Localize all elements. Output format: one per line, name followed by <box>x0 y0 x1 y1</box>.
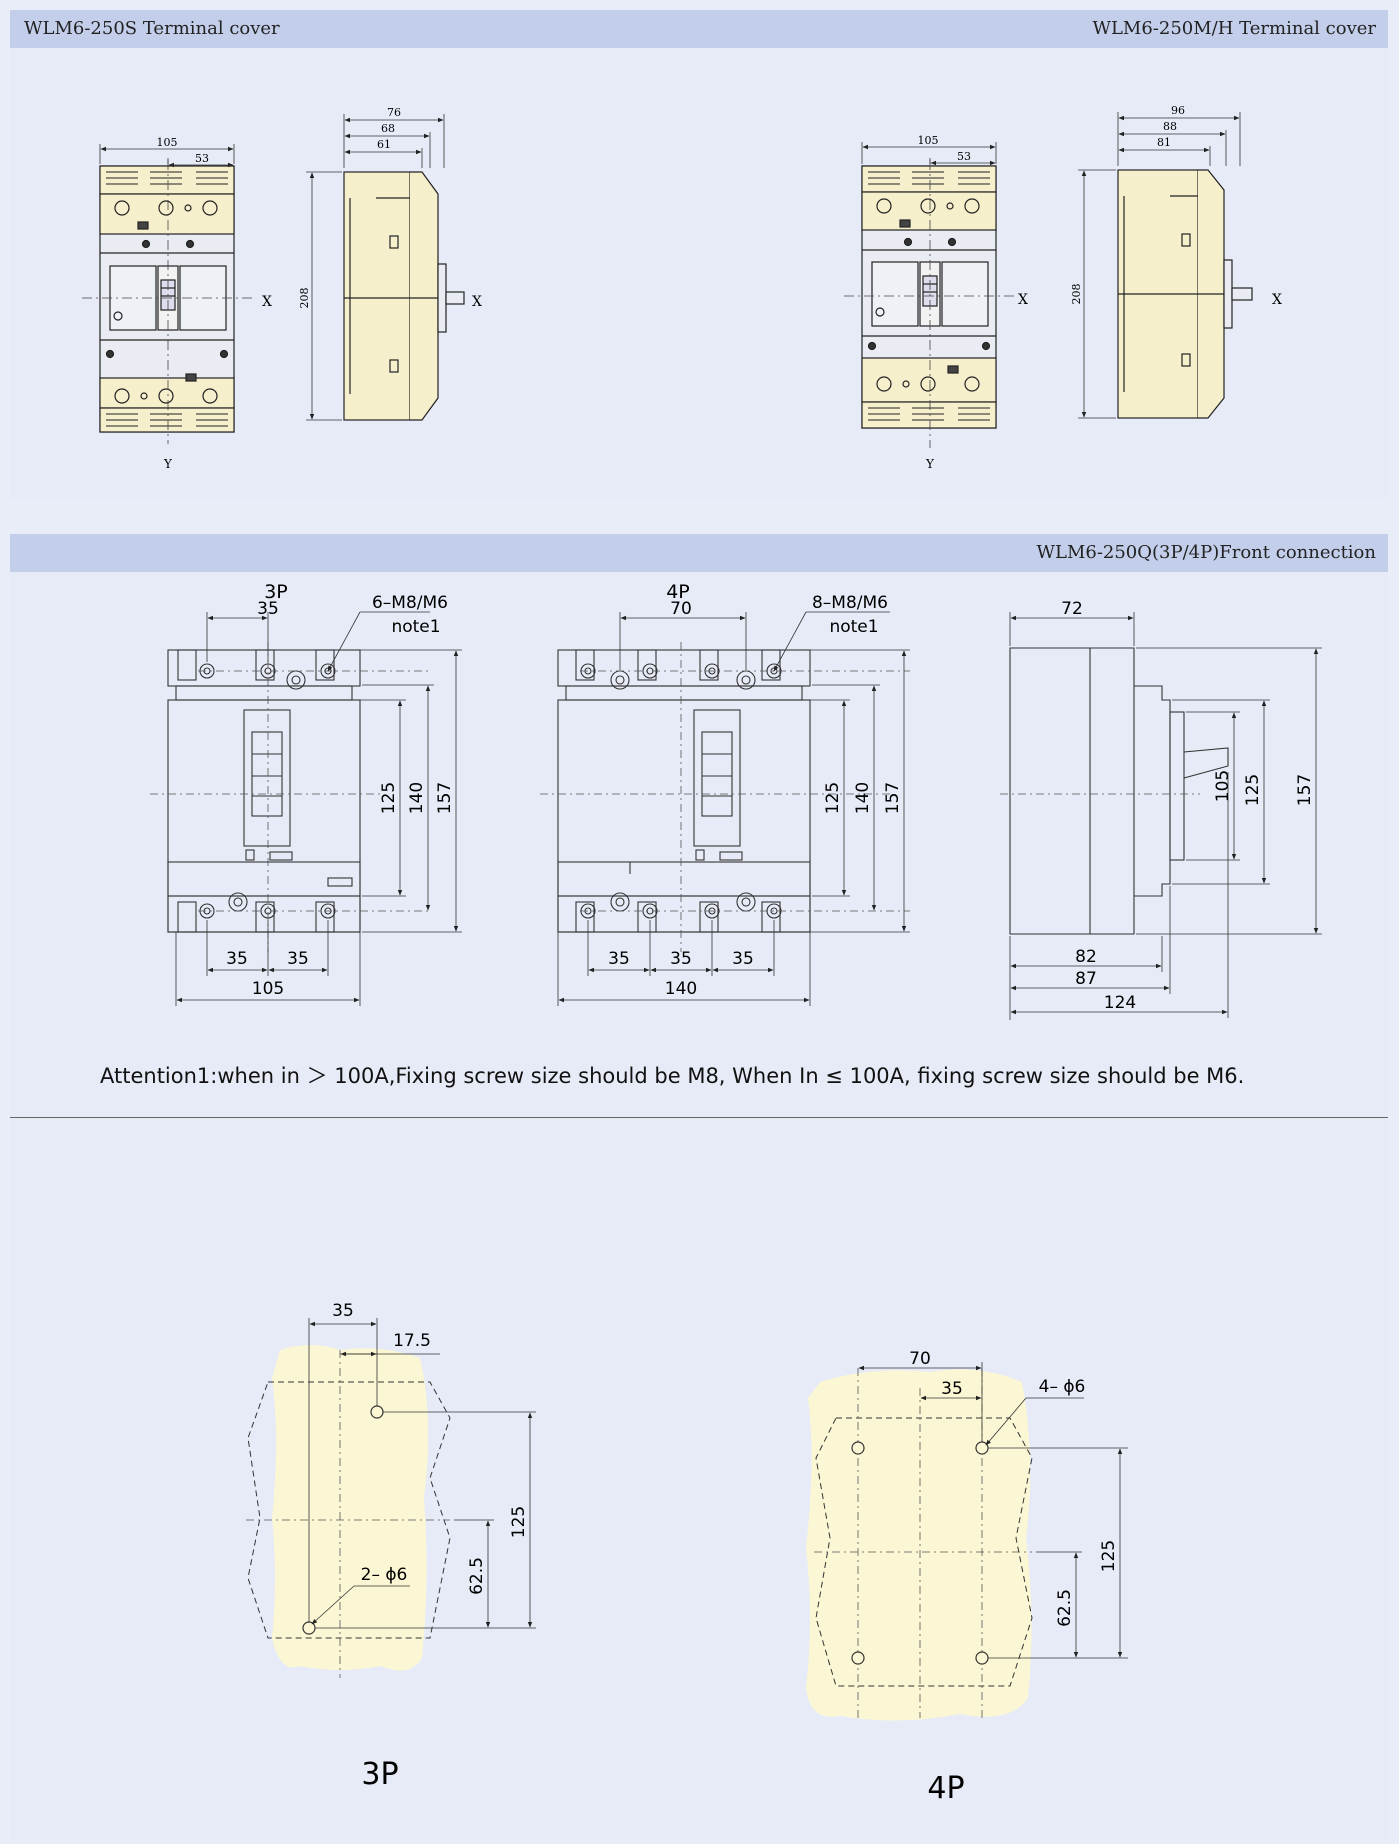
front-4p-label: 4P <box>666 581 690 603</box>
dims-250s-front <box>99 144 235 168</box>
dim-250mh-width: 105 <box>918 134 939 147</box>
terminal-cover-drawings: 105 53 X Y 76 68 <box>82 104 1282 471</box>
axis-x-250s: X <box>262 294 272 310</box>
mount-4p-dims <box>858 1362 1128 1659</box>
front-4p-b2: 35 <box>732 949 754 969</box>
front-3p-h1: 140 <box>407 782 427 814</box>
front-side-top: 72 <box>1061 599 1083 619</box>
mount-3p-holes <box>302 1405 384 1635</box>
title-250s: WLM6-250S Terminal cover <box>24 18 280 39</box>
dim-250s-side-0: 76 <box>387 106 401 119</box>
center-lines-250s <box>82 160 256 444</box>
header-terminal-cover: WLM6-250S Terminal cover WLM6-250M/H Ter… <box>10 10 1388 48</box>
front-3p-body <box>167 649 361 933</box>
front-side-h0: 105 <box>1213 770 1233 802</box>
dim-250mh-side-1: 88 <box>1163 120 1177 133</box>
front-3p-note: note1 <box>391 617 440 637</box>
mount-3p-height: 125 <box>509 1506 529 1538</box>
mount-3p-label: 3P <box>361 1757 398 1792</box>
front-side-d2: 124 <box>1104 993 1136 1013</box>
section-divider <box>10 1117 1388 1118</box>
front-3p-b0: 35 <box>226 949 248 969</box>
axis-x-250s-side: X <box>472 294 482 310</box>
front-side-dims <box>1009 612 1322 1020</box>
mount-4p-label: 4P <box>927 1771 964 1806</box>
dim-250mh-side-0: 96 <box>1171 104 1185 117</box>
mount-4p-plate <box>806 1369 1032 1721</box>
dim-250mh-height: 208 <box>1070 284 1083 305</box>
front-side-h2: 157 <box>1295 774 1315 806</box>
front-4p-h2: 157 <box>883 782 903 814</box>
dim-250s-height: 208 <box>298 288 311 309</box>
dims-250mh-side <box>1078 112 1241 419</box>
front-4p-note: note1 <box>829 617 878 637</box>
front-side-h1: 125 <box>1243 774 1263 806</box>
front-connection-drawings: 3P 35 6–M8/M6 note1 125 140 157 35 35 10… <box>150 581 1322 1020</box>
dims-250s-side <box>306 114 445 421</box>
mount-3p-pitch: 35 <box>332 1301 354 1321</box>
front-3p-dims <box>175 611 462 1006</box>
front-4p-b0: 35 <box>608 949 630 969</box>
axis-y-250s: Y <box>163 457 173 471</box>
mount-4p-outline <box>815 1417 1033 1687</box>
axis-x-250mh: X <box>1018 292 1028 308</box>
front-view-250mh <box>861 165 997 429</box>
front-3p-width: 105 <box>252 979 284 999</box>
mount-4p-pitch-inner: 35 <box>941 1379 963 1399</box>
dim-250s-width: 105 <box>157 136 178 149</box>
dim-250s-side-2: 61 <box>377 138 391 151</box>
front-3p-b1: 35 <box>287 949 309 969</box>
front-4p-b1: 35 <box>670 949 692 969</box>
mount-3p-dims <box>308 1318 536 1629</box>
mount-3p-plate <box>272 1345 429 1671</box>
dim-250s-side-1: 68 <box>381 122 395 135</box>
front-side-d0: 82 <box>1075 947 1097 967</box>
front-3p-pitch-top: 35 <box>257 599 279 619</box>
mount-4p-half-height: 62.5 <box>1055 1589 1075 1627</box>
front-side-body <box>1009 647 1229 935</box>
axis-y-250mh: Y <box>925 457 935 471</box>
attention-note: Attention1:when in ＞ 100A,Fixing screw s… <box>100 1064 1245 1088</box>
mounting-drawings: 35 17.5 2– ϕ6 125 62.5 3P <box>246 1301 1128 1806</box>
axis-x-250mh-side: X <box>1272 292 1282 308</box>
front-3p-h2: 157 <box>435 782 455 814</box>
panel-front-connection: 3P 35 6–M8/M6 note1 125 140 157 35 35 10… <box>10 572 1388 1117</box>
side-view-250mh <box>1117 169 1253 419</box>
front-4p-body <box>557 649 811 933</box>
front-4p-h0: 125 <box>823 782 843 814</box>
mount-3p-outline <box>247 1381 451 1639</box>
dim-250s-half: 53 <box>195 152 209 165</box>
front-4p-width: 140 <box>665 979 697 999</box>
panel-terminal-cover: 105 53 X Y 76 68 <box>10 48 1388 498</box>
front-3p-centerlines <box>150 642 430 952</box>
front-4p-centerlines <box>540 642 910 952</box>
front-side-d1: 87 <box>1075 969 1097 989</box>
panel-mounting: 35 17.5 2– ϕ6 125 62.5 3P <box>10 1118 1388 1840</box>
mount-4p-holes-label: 4– ϕ6 <box>1039 1377 1086 1397</box>
front-4p-dims <box>557 611 910 1006</box>
front-4p-screw: 8–M8/M6 <box>812 593 888 613</box>
front-4p-h1: 140 <box>853 782 873 814</box>
front-3p-label: 3P <box>264 581 288 603</box>
front-3p-screw: 6–M8/M6 <box>372 593 448 613</box>
front-view-250s <box>99 165 235 433</box>
mount-4p-holes <box>851 1441 989 1665</box>
header-front-connection: WLM6-250Q(3P/4P)Front connection <box>10 534 1388 572</box>
mount-4p-pitch-outer: 70 <box>909 1349 931 1369</box>
front-4p-pitch-top: 70 <box>670 599 692 619</box>
title-250mh: WLM6-250M/H Terminal cover <box>1092 18 1376 39</box>
mount-3p-half-height: 62.5 <box>467 1557 487 1595</box>
center-lines-250mh <box>844 160 1014 448</box>
dims-250mh-front <box>861 142 997 166</box>
dim-250mh-half: 53 <box>957 150 971 163</box>
front-3p-h0: 125 <box>379 782 399 814</box>
title-front-connection: WLM6-250Q(3P/4P)Front connection <box>1036 542 1376 563</box>
side-view-250s <box>343 171 465 421</box>
mount-4p-height: 125 <box>1099 1540 1119 1572</box>
mount-3p-centerlines <box>246 1350 450 1678</box>
front-3p-holes <box>199 663 336 919</box>
mount-3p-offset: 17.5 <box>393 1331 431 1351</box>
dim-250mh-side-2: 81 <box>1157 136 1171 149</box>
mount-3p-holes-label: 2– ϕ6 <box>361 1565 408 1585</box>
